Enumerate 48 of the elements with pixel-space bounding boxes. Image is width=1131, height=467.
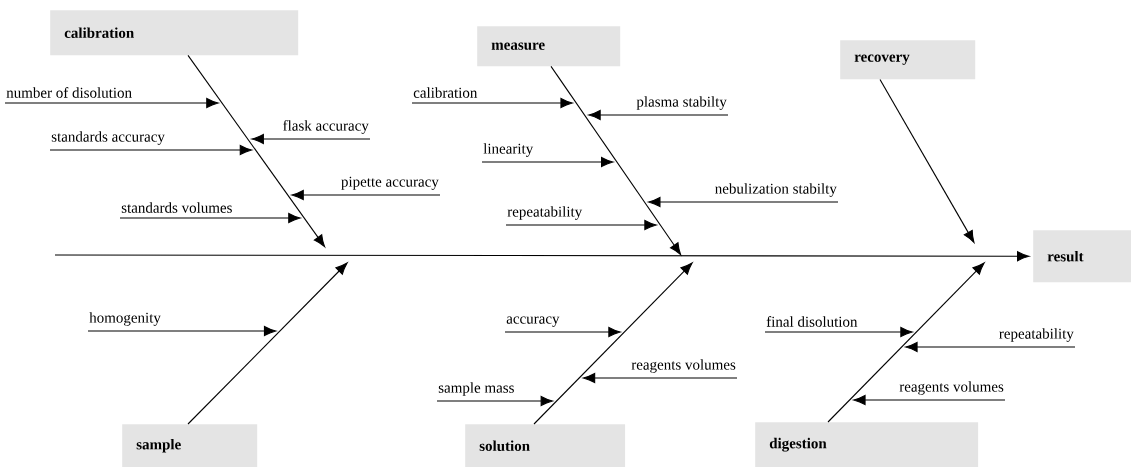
arrow xyxy=(853,394,1006,406)
cause-label: calibration xyxy=(413,87,478,98)
arrow xyxy=(505,219,657,231)
cause-label: pipette accuracy xyxy=(341,176,439,190)
cause-label: sample mass xyxy=(438,382,514,396)
category-box: measure xyxy=(477,26,621,67)
cause-label: plasma stabilty xyxy=(636,96,727,110)
arrow xyxy=(504,326,621,338)
cause-label: repeatability xyxy=(999,328,1074,342)
arrow xyxy=(251,133,371,145)
cause-label: final disolution xyxy=(766,316,858,327)
category-box: digestion xyxy=(755,422,979,467)
bone-arrow xyxy=(187,262,348,425)
arrow xyxy=(481,156,614,168)
result-box: result xyxy=(1033,230,1131,283)
arrow xyxy=(87,325,277,337)
cause-label: linearity xyxy=(483,143,534,157)
arrow xyxy=(905,341,1076,353)
arrow xyxy=(49,144,253,156)
cause-label: accuracy xyxy=(506,316,560,327)
arrow xyxy=(4,97,219,109)
category-box: sample xyxy=(122,424,258,467)
bone-arrow xyxy=(879,78,975,243)
bone-arrow xyxy=(533,262,693,425)
cause-label: reagents volumes xyxy=(631,359,736,373)
cause-label: repeatability xyxy=(507,206,583,220)
cause-label: standards accuracy xyxy=(51,131,165,145)
bone-arrow xyxy=(827,262,985,423)
cause-label: flask accuracy xyxy=(283,120,369,134)
arrow xyxy=(648,196,839,208)
cause-label: reagents volumes xyxy=(899,381,1004,395)
cause-label: standards volumes xyxy=(121,202,232,213)
category-box: solution xyxy=(465,424,626,467)
arrow xyxy=(582,372,738,384)
arrow xyxy=(588,109,729,121)
bone-arrow xyxy=(187,54,326,248)
bone-arrow xyxy=(550,65,682,256)
arrow xyxy=(764,326,913,338)
cause-label: homogenity xyxy=(89,312,161,326)
category-box: calibration xyxy=(50,10,299,56)
cause-label: nebulization stabilty xyxy=(715,183,837,197)
spine-arrow xyxy=(54,251,1030,262)
arrow xyxy=(436,395,553,407)
arrow xyxy=(119,212,301,224)
category-box: recovery xyxy=(840,40,976,80)
cause-label: number of disolution xyxy=(6,87,132,98)
arrow xyxy=(291,189,441,201)
arrow xyxy=(411,97,573,109)
